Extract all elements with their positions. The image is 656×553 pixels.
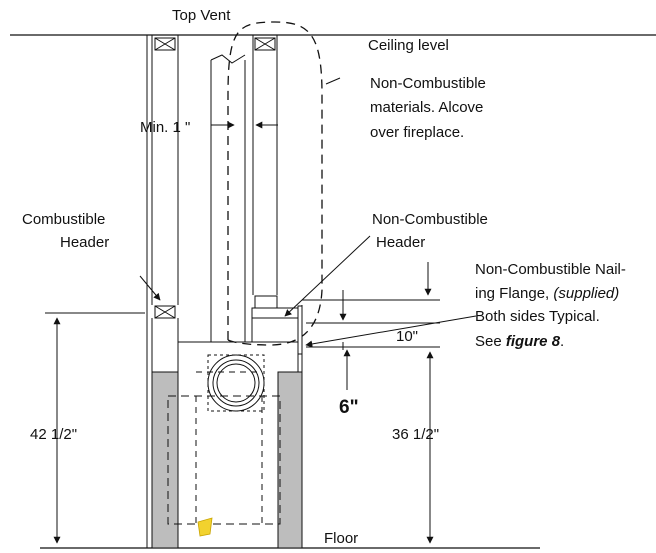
floor-label: Floor	[324, 530, 358, 547]
combustible-header-line2: Header	[60, 234, 109, 251]
noncomb-header-line1: Non-Combustible	[372, 211, 488, 228]
nailing-flange-line4: See figure 8.	[475, 333, 564, 350]
noncombustible-alcove-outline	[227, 21, 323, 346]
top-vent-label: Top Vent	[172, 7, 231, 24]
nailing-flange-line3: Both sides Typical.	[475, 308, 600, 325]
noncomb-materials-line1: Non-Combustible	[370, 75, 486, 92]
flame-accent	[197, 517, 213, 537]
leader-noncomb-materials	[325, 77, 341, 85]
nailing-flange	[297, 305, 303, 355]
dim-10-label: 10"	[396, 328, 418, 345]
combustible-header-line1: Combustible	[22, 211, 105, 228]
dim-6-label: 6"	[339, 397, 359, 418]
nailing-flange-line2: ing Flange, (supplied)	[475, 285, 619, 302]
noncomb-header-line2: Header	[376, 234, 425, 251]
nailing-flange-line1: Non-Combustible Nail-	[475, 261, 626, 278]
noncomb-materials-line3: over fireplace.	[370, 124, 464, 141]
dim-42-label: 42 1/2"	[30, 426, 77, 443]
dim-36-label: 36 1/2"	[392, 426, 439, 443]
ceiling-level-label: Ceiling level	[368, 37, 449, 54]
leader-combustible-header	[139, 275, 161, 301]
min-clearance-label: Min. 1 "	[140, 119, 190, 136]
vent-pipe	[210, 54, 246, 342]
fireplace-unit	[151, 341, 303, 549]
noncomb-materials-line2: materials. Alcove	[370, 99, 483, 116]
leader-nailing-flange	[305, 315, 477, 348]
leader-noncomb-header	[284, 235, 371, 317]
